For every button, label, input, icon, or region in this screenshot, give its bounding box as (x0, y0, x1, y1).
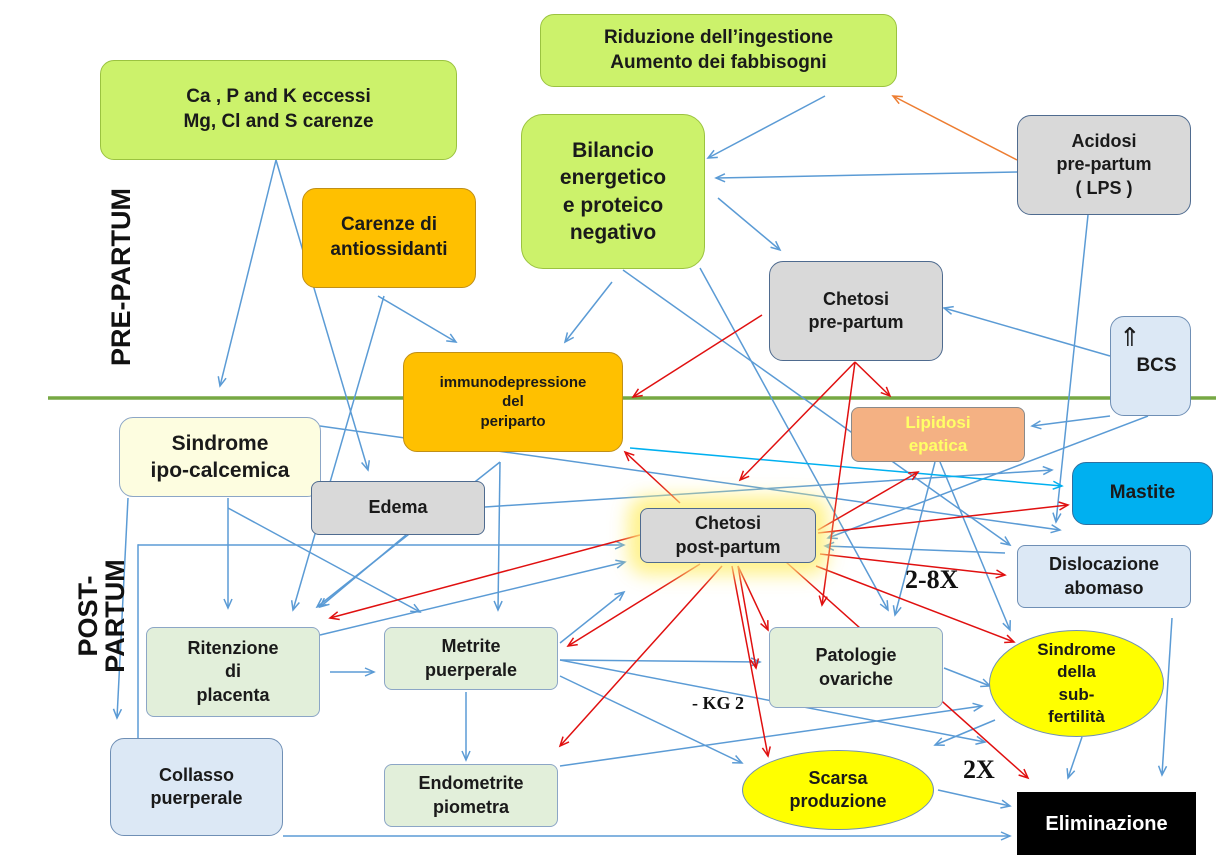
node-patologie: Patologie ovariche (769, 627, 943, 708)
label-post-partum: POST- PARTUM (73, 559, 130, 673)
edge-lipidosi-patologie (892, 461, 936, 617)
edge-bilancio-dislocazione (622, 269, 1012, 547)
node-dislocazione: Dislocazione abomaso (1017, 545, 1191, 608)
node-chetosi-post: Chetosi post-partum (640, 508, 816, 563)
edge-acidosi-eliminazione (1052, 214, 1089, 524)
node-eliminazione: Eliminazione (1017, 792, 1196, 855)
edge-edema-mastite (484, 465, 1054, 508)
edge-sindrome-collasso (112, 497, 129, 720)
node-acidosi: Acidosi pre-partum ( LPS ) (1017, 115, 1191, 215)
edge-scarsa-eliminazione (937, 789, 1012, 809)
edge-bilancio-patologie (699, 267, 889, 612)
label-pre-partum: PRE-PARTUM (106, 188, 136, 366)
edge-bcs-chetosi-pre (942, 305, 1111, 357)
edge-minerali-left (217, 159, 277, 388)
edge-chetosi-post-metrite (566, 563, 701, 647)
edge-metrite-chetosi-post (559, 590, 626, 644)
edge-chetosi-post-immuno (623, 450, 681, 504)
edge-acidosi-riduzione (891, 95, 1018, 161)
node-riduzione: Riduzione dell’ingestione Aumento dei fa… (540, 14, 897, 87)
edge-patologie-subfertilita (943, 667, 992, 688)
edge-chetosi-pre-chetosi-post (738, 361, 856, 482)
annotation-kg2: - KG 2 (692, 693, 744, 713)
edge-ritenzione-chetosi-post (319, 559, 627, 636)
edge-subfertilita-patologie (933, 719, 996, 746)
annotation-2-8x: 2-8X (905, 565, 959, 594)
edge-edema-ritenzione (318, 534, 407, 609)
edge-bcs-chetosi-post (826, 415, 1149, 540)
node-subfertilita: Sindrome della sub- fertilità (989, 630, 1164, 737)
edge-metrite-scarsa (559, 675, 744, 764)
node-collasso: Collasso puerperale (110, 738, 283, 836)
edge-sindrome-metrite (227, 507, 422, 613)
edge-dislocazione-eliminazione (1157, 617, 1173, 777)
node-scarsa: Scarsa produzione (742, 750, 934, 830)
edge-chetosi-post-dislocazione (819, 553, 1007, 579)
edge-chetosi-post-scarsa-b (737, 565, 760, 670)
node-metrite: Metrite puerperale (384, 627, 558, 690)
edge-bilancio-chetosi-pre (717, 197, 782, 252)
edge-carenze-ritenzione (290, 295, 385, 612)
edge-dislocazione-chetosi-post (823, 541, 1006, 554)
edge-chetosi-post-subfertilita (815, 565, 1016, 644)
edge-lipidosi-subfertilita (939, 461, 1011, 632)
node-minerali: Ca , P and K eccessi Mg, Cl and S carenz… (100, 60, 457, 160)
edge-chetosi-post-patologie (737, 565, 769, 632)
node-lipidosi: Lipidosi epatica (851, 407, 1025, 462)
node-bcs-label: BCS (1136, 354, 1177, 376)
node-sindrome-ipo: Sindrome ipo-calcemica (119, 417, 321, 497)
edge-chetosi-pre-dislocazione (818, 361, 856, 607)
edge-chetosi-post-mastite (817, 501, 1070, 534)
edge-chetosi-post-endometrite (558, 565, 723, 748)
arrow-up-icon: ⇑ (1119, 322, 1141, 352)
node-endometrite: Endometrite piometra (384, 764, 558, 827)
node-mastite: Mastite (1072, 462, 1213, 525)
node-chetosi-pre: Chetosi pre-partum (769, 261, 943, 361)
annotation-2x: 2X (963, 755, 995, 784)
node-carenze: Carenze di antiossidanti (302, 188, 476, 288)
edge-chetosi-post-ritenzione (328, 534, 641, 621)
edge-minerali-edema (275, 159, 371, 472)
edge-immuno-metrite (493, 461, 503, 612)
node-edema: Edema (311, 481, 485, 535)
node-bilancio: Bilancio energetico e proteico negativo (521, 114, 705, 269)
edge-chetosi-post-lipidosi (817, 471, 920, 531)
edge-immuno-mastite (629, 447, 1064, 490)
node-bcs: ⇑ BCS (1110, 316, 1191, 416)
node-ritenzione: Ritenzione di placenta (146, 627, 320, 717)
edge-metrite-patologie (559, 657, 762, 667)
node-immuno: immunodepressione del periparto (403, 352, 623, 452)
edge-bilancio-immuno (563, 281, 613, 344)
edge-carenze-immuno (377, 295, 458, 343)
edge-chetosi-pre-immuno (631, 314, 763, 398)
edge-subfertilita-eliminazione (1066, 736, 1083, 780)
edge-acidosi-bilancio (714, 171, 1018, 183)
edge-bcs-lipidosi (1030, 415, 1111, 430)
edge-riduzione-bilancio (706, 95, 826, 159)
edge-chetosi-pre-lipidosi (854, 361, 892, 398)
edge-chetosi-post-scarsa (731, 565, 771, 758)
edge-endometrite-subfertilita (559, 702, 984, 767)
